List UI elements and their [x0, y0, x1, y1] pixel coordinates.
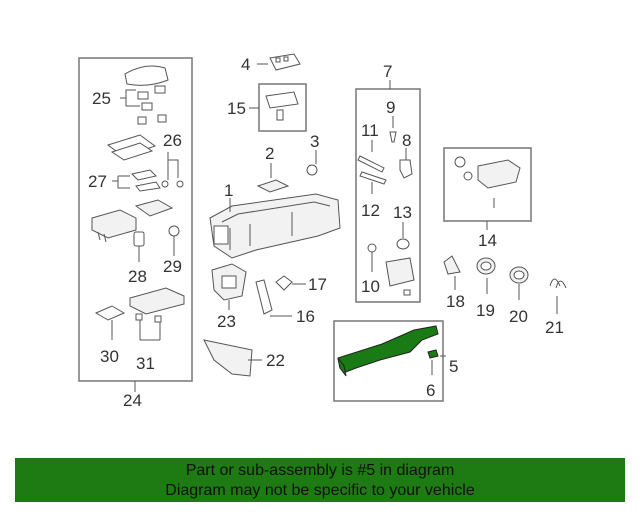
part-11-strip[interactable]	[357, 140, 385, 173]
part-28-latch[interactable]	[133, 231, 145, 262]
callout-17[interactable]: 17	[308, 275, 327, 294]
callout-2[interactable]: 2	[265, 144, 274, 163]
callout-5[interactable]: 5	[449, 357, 458, 376]
part-16-hinge[interactable]	[255, 279, 292, 317]
part-31-bracket[interactable]	[129, 287, 185, 341]
callout-14[interactable]: 14	[478, 231, 497, 250]
callout-18[interactable]: 18	[446, 292, 465, 311]
part-2-pad[interactable]	[256, 163, 290, 193]
callout-22[interactable]: 22	[266, 351, 285, 370]
callout-7[interactable]: 7	[383, 62, 392, 81]
part-26-bracket[interactable]	[106, 134, 184, 188]
callout-11[interactable]: 11	[361, 121, 379, 140]
part-14-bracket[interactable]	[454, 156, 521, 208]
callout-16[interactable]: 16	[296, 307, 315, 326]
callout-31[interactable]: 31	[136, 354, 155, 373]
part-13-grommet[interactable]	[396, 222, 410, 250]
part-17-clip[interactable]	[275, 275, 306, 291]
callout-10[interactable]: 10	[361, 277, 380, 296]
banner-line-2: Diagram may not be specific to your vehi…	[165, 482, 475, 499]
callout-27[interactable]: 27	[88, 172, 107, 191]
callout-15[interactable]: 15	[227, 99, 246, 118]
callout-13[interactable]: 13	[393, 203, 412, 222]
callout-6[interactable]: 6	[426, 381, 435, 400]
part-5-highlighted-trim[interactable]	[337, 325, 439, 377]
part-4-switch[interactable]	[257, 53, 301, 71]
callout-28[interactable]: 28	[128, 267, 147, 286]
callout-1[interactable]: 1	[224, 181, 233, 200]
group-box-15	[258, 83, 307, 132]
callout-20[interactable]: 20	[509, 307, 528, 326]
callout-9[interactable]: 9	[386, 98, 395, 117]
part-12-strip[interactable]	[359, 171, 387, 194]
part-27-trim[interactable]	[112, 169, 161, 192]
callout-12[interactable]: 12	[361, 201, 380, 220]
part-22-panel[interactable]	[203, 339, 262, 377]
part-19-ring[interactable]	[476, 257, 496, 294]
part-20-socket[interactable]	[509, 266, 529, 300]
callout-3[interactable]: 3	[310, 132, 319, 151]
storage-tray[interactable]	[91, 199, 174, 243]
group-box-5	[333, 320, 444, 402]
group-box-7	[355, 88, 421, 303]
part-18-cap[interactable]	[443, 255, 461, 290]
callout-29[interactable]: 29	[163, 257, 182, 276]
banner-line-1: Part or sub-assembly is #5 in diagram	[185, 462, 455, 479]
callout-19[interactable]: 19	[476, 301, 495, 320]
part-25-lid-clips[interactable]	[120, 65, 169, 125]
part-30-pad[interactable]	[94, 305, 126, 340]
callout-26[interactable]: 26	[163, 131, 182, 150]
part-1-console[interactable]	[209, 193, 341, 259]
callout-24[interactable]: 24	[123, 391, 142, 410]
part-9-screw[interactable]	[389, 116, 397, 143]
part-21-clips[interactable]	[549, 278, 567, 314]
callout-4[interactable]: 4	[241, 55, 250, 74]
callout-30[interactable]: 30	[100, 347, 119, 366]
part-23-bezel[interactable]	[211, 263, 247, 310]
callout-8[interactable]: 8	[402, 131, 411, 150]
callout-21[interactable]: 21	[545, 318, 564, 337]
part-15-bracket[interactable]	[265, 91, 299, 121]
info-banner: Part or sub-assembly is #5 in diagram Di…	[15, 458, 625, 502]
part-8-bracket[interactable]	[399, 148, 413, 179]
part-10-bolt[interactable]	[367, 243, 415, 296]
part-3-clip[interactable]	[306, 150, 318, 176]
callout-25[interactable]: 25	[92, 89, 111, 108]
part-29-knob[interactable]	[168, 225, 180, 256]
part-6-highlighted-clip[interactable]	[427, 349, 446, 375]
callout-23[interactable]: 23	[217, 312, 236, 331]
